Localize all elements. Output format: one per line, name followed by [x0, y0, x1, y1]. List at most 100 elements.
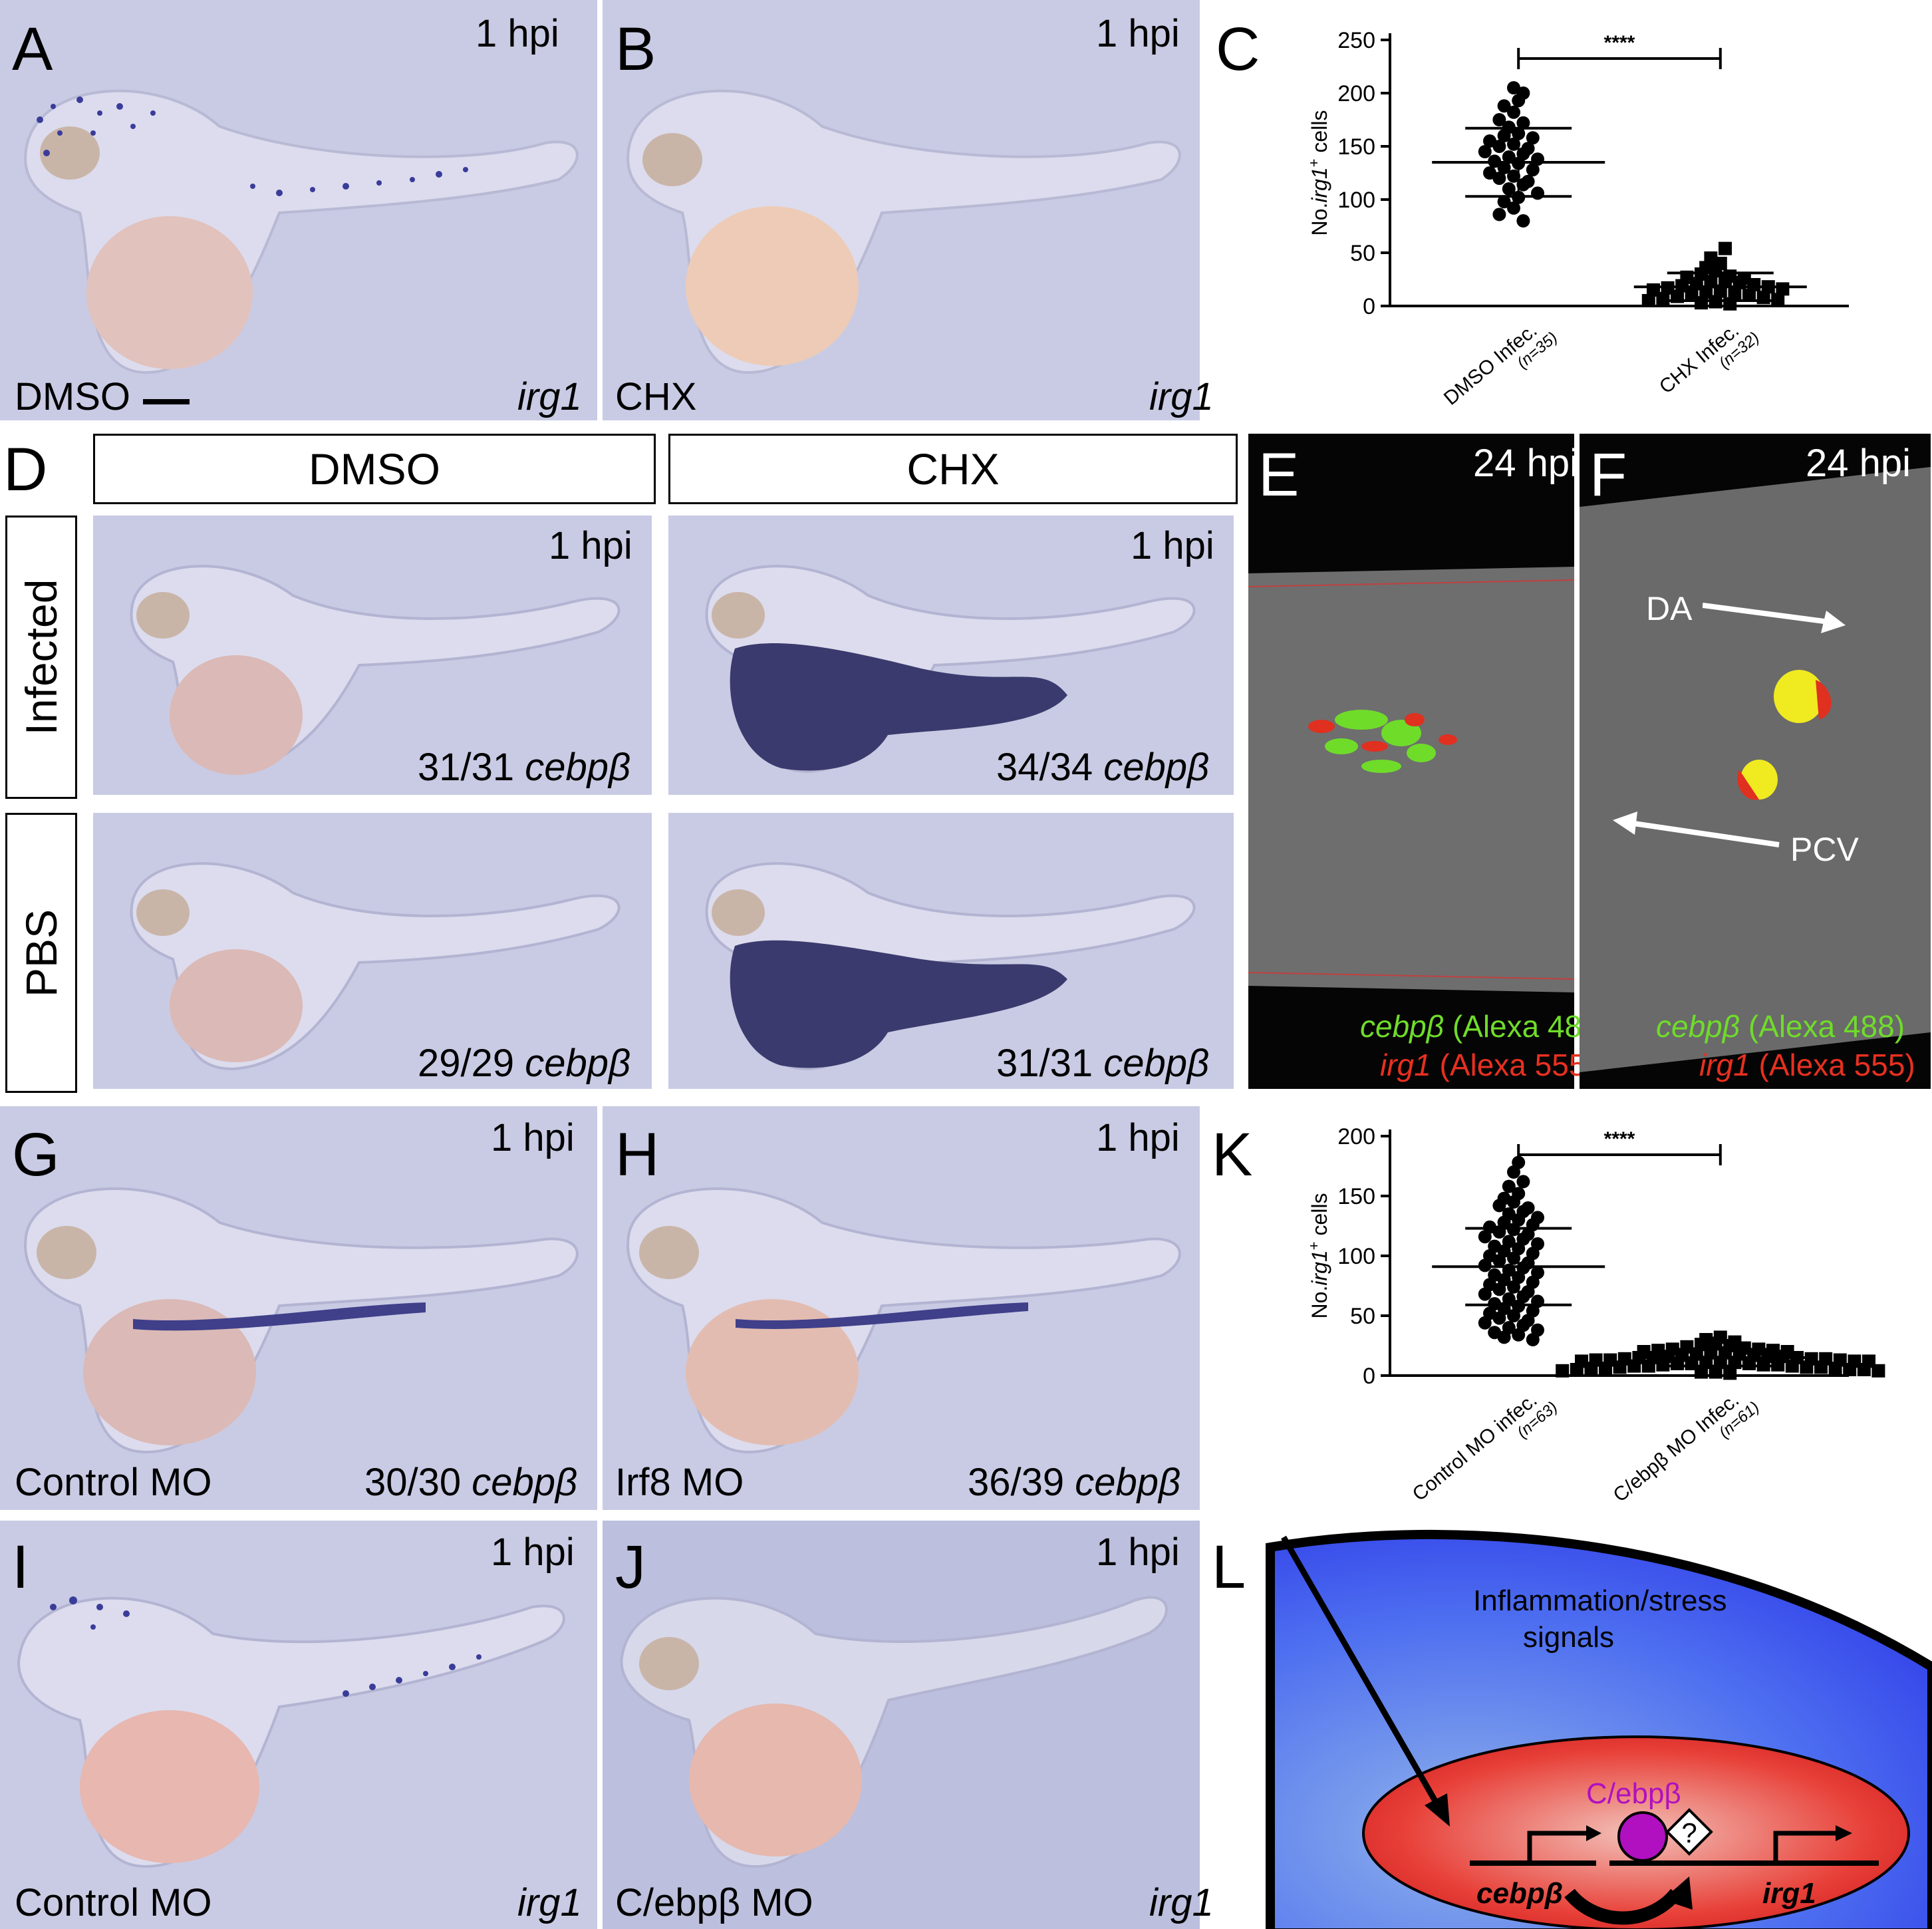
- label-da: DA: [1646, 590, 1693, 627]
- data-point: [1709, 1365, 1723, 1379]
- data-point: [1492, 1199, 1506, 1213]
- data-point: [1516, 116, 1530, 130]
- panel-h-letter: H: [615, 1121, 660, 1189]
- data-point: [1478, 1316, 1492, 1330]
- d-infected-chx-time: 1 hpi: [1131, 524, 1214, 567]
- panel-i-letter: I: [12, 1533, 29, 1601]
- gene-text: cebpβ: [1075, 1461, 1181, 1504]
- y-label-suffix: cells: [1308, 1193, 1331, 1242]
- data-point: [1531, 186, 1544, 200]
- legend-dye: (Alexa 488): [1748, 1009, 1905, 1044]
- data-point: [1478, 1287, 1492, 1301]
- d-infected-dmso-time: 1 hpi: [549, 524, 632, 567]
- data-point: [1507, 105, 1520, 119]
- panel-g-image: [0, 1106, 597, 1510]
- data-point: [1507, 1195, 1520, 1209]
- panel-f-time: 24 hpi: [1806, 442, 1911, 485]
- count-text: 29/29: [418, 1042, 515, 1085]
- data-point: [1502, 182, 1516, 196]
- data-point: [1526, 163, 1540, 177]
- signal-arrow: [1281, 1535, 1439, 1805]
- data-point: [1742, 289, 1756, 302]
- y-tick-label: 250: [1337, 28, 1375, 53]
- label-pcv: PCV: [1790, 831, 1859, 868]
- data-point: [1507, 1280, 1520, 1294]
- gene-text: cebpβ: [1103, 746, 1210, 789]
- panel-h-count: 36/39 cebpβ: [968, 1463, 1180, 1502]
- gene2-label: irg1: [1762, 1877, 1816, 1910]
- d-pbs-dmso-count: 29/29 cebpβ: [418, 1044, 630, 1083]
- legend-gene: irg1: [1699, 1048, 1750, 1082]
- data-point: [1871, 1364, 1885, 1378]
- data-point: [1507, 169, 1520, 183]
- data-point: [1719, 241, 1732, 255]
- data-point: [1492, 208, 1506, 222]
- data-point: [1492, 1254, 1506, 1268]
- category-label: C/ebpβ MO Infec.: [1609, 1389, 1744, 1507]
- panel-d-infected-dmso: [93, 516, 652, 795]
- legend-gene: irg1: [1380, 1048, 1431, 1082]
- panel-e-legend-1: cebpβ (Alexa 488): [1360, 1011, 1609, 1042]
- panel-k-letter: K: [1212, 1121, 1253, 1189]
- data-point: [1556, 1364, 1570, 1378]
- panel-d-letter: D: [3, 436, 48, 504]
- gene-text: cebpβ: [525, 1042, 631, 1085]
- data-point: [1507, 1251, 1520, 1265]
- panel-e-image: [1248, 434, 1574, 1089]
- embryo-illustration: [130, 862, 621, 1071]
- panel-i-image: [0, 1521, 597, 1929]
- y-tick-label: 150: [1337, 1184, 1375, 1209]
- data-point: [1492, 1311, 1506, 1325]
- data-point: [1570, 1363, 1584, 1376]
- data-point: [1478, 1230, 1492, 1244]
- row-label-pbs-text: PBS: [17, 909, 66, 997]
- header-chx-label: CHX: [906, 444, 1000, 494]
- cebpb-protein: [1617, 1811, 1668, 1862]
- panel-a-image: [0, 0, 597, 420]
- data-point: [1828, 1362, 1842, 1376]
- data-point: [1800, 1360, 1814, 1374]
- y-label-gene: irg1: [1308, 1250, 1331, 1285]
- y-axis-label: No.irg1+ cells: [1306, 1193, 1332, 1319]
- panel-g-treatment: Control MO: [15, 1461, 212, 1504]
- panel-g-count: 30/30 cebpβ: [364, 1463, 577, 1502]
- data-point: [1641, 1359, 1655, 1373]
- scale-bar: [143, 399, 190, 404]
- data-point: [1843, 1363, 1857, 1376]
- data-point: [1857, 1363, 1871, 1376]
- d-infected-dmso-count: 31/31 cebpβ: [418, 748, 630, 787]
- data-point: [1507, 1165, 1520, 1179]
- panel-e-time: 24 hpi: [1473, 442, 1579, 485]
- data-point: [1785, 1359, 1799, 1373]
- d-pbs-chx-count: 31/31 cebpβ: [996, 1044, 1209, 1083]
- panel-j-gene: irg1: [1149, 1881, 1214, 1924]
- data-point: [1492, 140, 1506, 153]
- count-text: 34/34: [996, 746, 1093, 789]
- fluorescence-illustration: [1580, 467, 1931, 1072]
- embryo-illustration: [626, 1187, 1181, 1454]
- panel-d-infected-chx: [668, 516, 1234, 795]
- signal-label: Inflammation/stress: [1473, 1584, 1726, 1617]
- panel-f-image: [1580, 434, 1931, 1089]
- data-point: [1492, 1282, 1506, 1296]
- y-label-sup: +: [1306, 158, 1322, 167]
- row-label-pbs: PBS: [5, 813, 77, 1093]
- fluorescence-illustration: [1248, 567, 1574, 992]
- data-point: [1771, 1358, 1785, 1372]
- unknown-factor: [1665, 1808, 1713, 1856]
- y-label-sup: +: [1306, 1241, 1322, 1250]
- header-chx: CHX: [668, 434, 1238, 504]
- row-label-infected: Infected: [5, 516, 77, 799]
- data-point: [1641, 294, 1655, 307]
- gene-text: cebpβ: [525, 746, 631, 789]
- arrow-pcv: [1613, 812, 1780, 847]
- panel-g-time: 1 hpi: [491, 1116, 575, 1159]
- panel-a-gene: irg1: [517, 375, 582, 418]
- schematic-diagram: Inflammation/stress signals C/ebpβ ? ceb…: [1266, 1529, 1932, 1929]
- legend-gene: cebpβ: [1656, 1009, 1740, 1044]
- panel-j-letter: J: [615, 1533, 646, 1601]
- data-point: [1497, 195, 1511, 209]
- data-point: [1599, 1362, 1612, 1376]
- panel-b-gene: irg1: [1149, 375, 1214, 418]
